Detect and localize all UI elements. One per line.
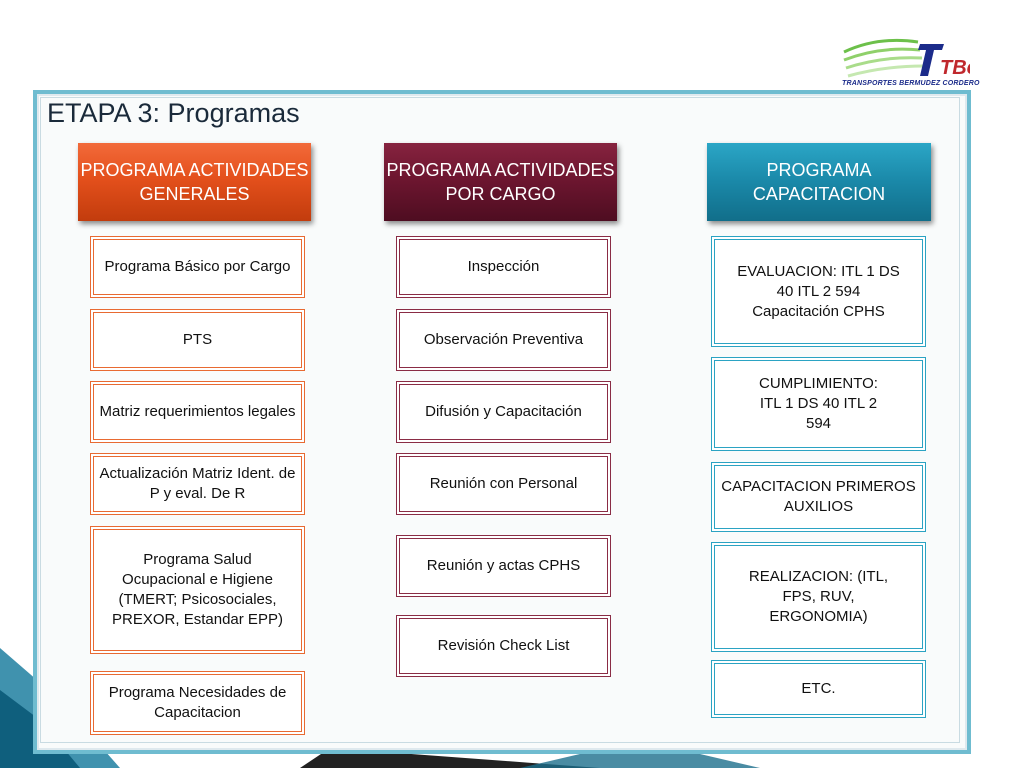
item-programa-salud: Programa Salud Ocupacional e Higiene (TM… [90, 526, 305, 654]
item-revision-check-list: Revisión Check List [396, 615, 611, 677]
item-difusion-capacitacion: Difusión y Capacitación [396, 381, 611, 443]
header-actividades-generales: PROGRAMA ACTIVIDADES GENERALES [78, 143, 311, 221]
item-matriz-requerimientos: Matriz requerimientos legales [90, 381, 305, 443]
page-title: ETAPA 3: Programas [47, 98, 300, 128]
item-reunion-personal: Reunión con Personal [396, 453, 611, 515]
header-actividades-por-cargo: PROGRAMA ACTIVIDADES POR CARGO [384, 143, 617, 221]
item-etc: ETC. [711, 660, 926, 718]
item-necesidades-capacitacion: Programa Necesidades de Capacitacion [90, 671, 305, 735]
company-logo: TBc [843, 38, 970, 79]
item-realizacion: REALIZACION: (ITL, FPS, RUV, ERGONOMIA) [711, 542, 926, 652]
logo-mark: TBc [940, 57, 970, 79]
header-capacitacion: PROGRAMA CAPACITACION [707, 143, 931, 221]
item-actualizacion-matriz: Actualización Matriz Ident. de P y eval.… [90, 453, 305, 515]
item-pts: PTS [90, 309, 305, 371]
item-programa-basico: Programa Básico por Cargo [90, 236, 305, 298]
company-name: TRANSPORTES BERMUDEZ CORDERO [842, 80, 980, 87]
item-primeros-auxilios: CAPACITACION PRIMEROS AUXILIOS [711, 462, 926, 532]
content-frame-inner [40, 97, 960, 743]
item-inspeccion: Inspección [396, 236, 611, 298]
item-reunion-actas-cphs: Reunión y actas CPHS [396, 535, 611, 597]
item-evaluacion: EVALUACION: ITL 1 DS 40 ITL 2 594 Capaci… [711, 236, 926, 347]
item-observacion-preventiva: Observación Preventiva [396, 309, 611, 371]
item-cumplimiento: CUMPLIMIENTO: ITL 1 DS 40 ITL 2 594 [711, 357, 926, 451]
